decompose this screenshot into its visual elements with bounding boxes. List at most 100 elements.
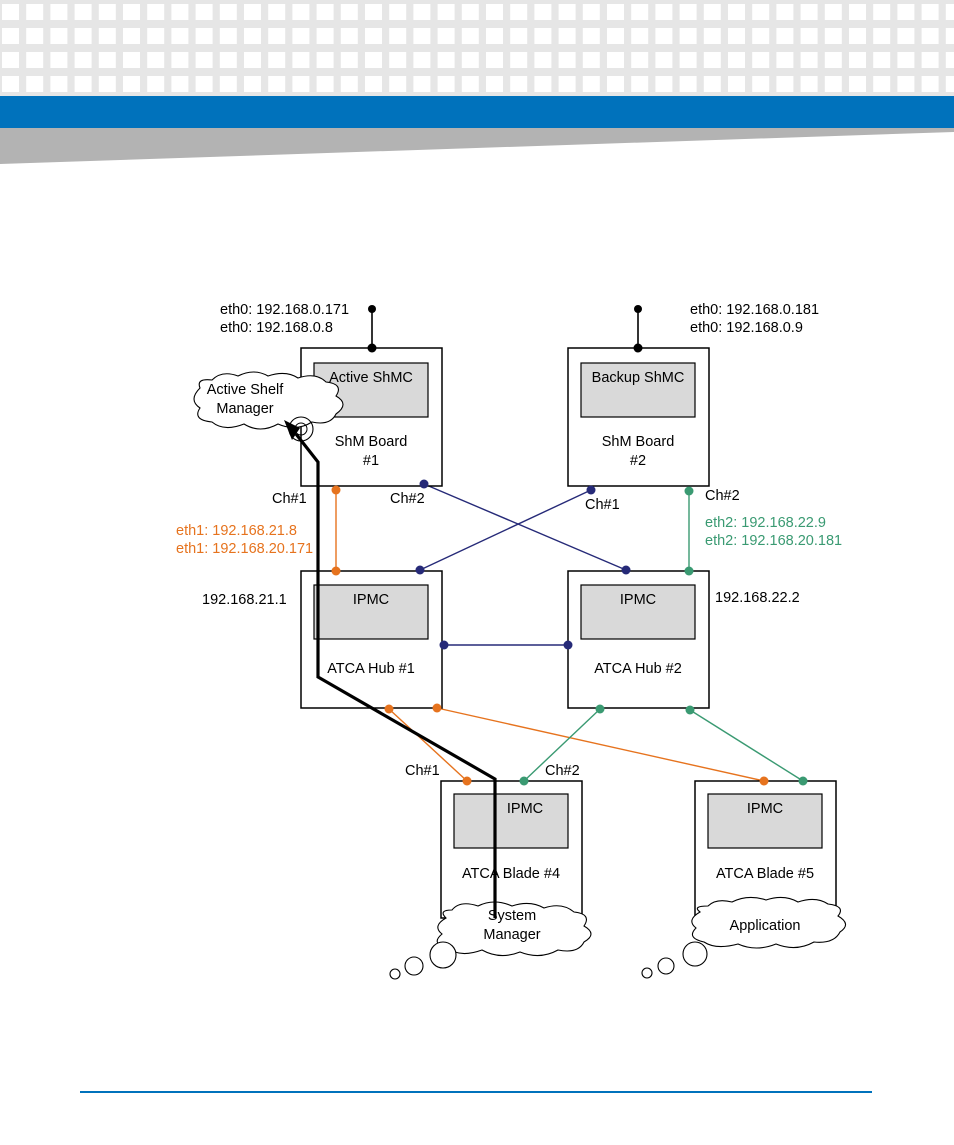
shm-board-1-label: ShM Board bbox=[335, 434, 408, 450]
dot-hub2-base2-bottom-b bbox=[685, 705, 695, 715]
header-pattern-square bbox=[631, 52, 649, 68]
dot-blade4-ch1 bbox=[462, 776, 472, 786]
eth0-dot-shm1-top bbox=[368, 305, 376, 313]
dot-hub2-base2-bottom-a bbox=[595, 704, 605, 714]
header-pattern-square bbox=[703, 76, 721, 92]
header-pattern-square bbox=[147, 4, 165, 20]
header-pattern-square bbox=[873, 4, 891, 20]
backup-shmc-label: Backup ShMC bbox=[592, 370, 685, 386]
header-wedge bbox=[0, 128, 954, 164]
header-pattern-square bbox=[26, 52, 44, 68]
header-pattern-square bbox=[340, 76, 358, 92]
shm2-ch2-label: Ch#2 bbox=[705, 488, 740, 504]
header-pattern-square bbox=[50, 52, 68, 68]
header-pattern-square bbox=[437, 52, 455, 68]
dot-hub1-fabric-top bbox=[415, 565, 425, 575]
header-pattern-square bbox=[171, 4, 189, 20]
header-pattern-square bbox=[655, 4, 673, 20]
header-pattern-square bbox=[945, 52, 954, 68]
shm1-ch1-label: Ch#1 bbox=[272, 491, 307, 507]
hub-1-ipmc-label: IPMC bbox=[353, 592, 389, 608]
header-pattern-square bbox=[752, 76, 770, 92]
dot-hub2-fabric-top bbox=[621, 565, 631, 575]
eth0-dot-shm2-top bbox=[634, 305, 642, 313]
system-manager-path bbox=[294, 433, 497, 918]
header-pattern-square bbox=[631, 76, 649, 92]
shm-board-2-number: #2 bbox=[630, 453, 646, 469]
header-pattern-square bbox=[534, 28, 552, 44]
active-shelf-manager-cloud: Active Shelf Manager bbox=[193, 371, 344, 430]
header-pattern-square bbox=[921, 4, 939, 20]
header-pattern-square bbox=[365, 28, 382, 44]
system-manager-cloud-line1: System bbox=[488, 908, 536, 924]
header-pattern-square bbox=[824, 52, 842, 68]
header-pattern-square bbox=[824, 4, 842, 20]
header-pattern-square bbox=[147, 76, 165, 92]
header-pattern-square bbox=[655, 76, 673, 92]
link-hub2-blade5-green bbox=[689, 709, 804, 782]
header-pattern-square bbox=[510, 76, 528, 92]
dot-shm2-ch2 bbox=[684, 486, 694, 496]
header-pattern-square bbox=[873, 28, 891, 44]
header-pattern-square bbox=[219, 52, 237, 68]
dot-hub2-base2-top bbox=[684, 566, 694, 576]
header-pattern-square bbox=[316, 4, 334, 20]
hub-2-ip-label: 192.168.22.2 bbox=[715, 590, 800, 606]
header-pattern-square bbox=[26, 76, 44, 92]
header-pattern-square bbox=[558, 4, 576, 20]
blade-4-ch2-label: Ch#2 bbox=[545, 763, 580, 779]
header-pattern-square bbox=[897, 76, 915, 92]
header-pattern-square bbox=[98, 52, 116, 68]
header-pattern-square bbox=[50, 4, 68, 20]
header-pattern-square bbox=[873, 52, 891, 68]
header-pattern-square bbox=[921, 52, 939, 68]
shm2-eth0-ip-a: eth0: 192.168.0.181 bbox=[690, 302, 819, 318]
connection-target-icon-inner bbox=[294, 422, 308, 436]
dot-hub1-base1-bottom-b bbox=[432, 703, 442, 713]
header-pattern-square bbox=[558, 76, 576, 92]
header-pattern-square bbox=[607, 52, 624, 68]
header-pattern-square bbox=[147, 28, 165, 44]
header-pattern-square bbox=[752, 4, 770, 20]
header-pattern-square bbox=[2, 28, 19, 44]
header-pattern-square bbox=[268, 76, 286, 92]
header-pattern-square bbox=[655, 52, 673, 68]
system-manager-cloud: System Manager bbox=[389, 901, 592, 980]
header-pattern-square bbox=[98, 28, 116, 44]
header-wedge-shape bbox=[0, 128, 954, 164]
header-pattern-square bbox=[340, 4, 358, 20]
header-pattern-square bbox=[945, 4, 954, 20]
header-pattern-square bbox=[582, 28, 600, 44]
header-pattern-square bbox=[679, 28, 697, 44]
header-pattern-square bbox=[849, 76, 866, 92]
header-pattern-square bbox=[195, 52, 213, 68]
header-pattern-square bbox=[365, 76, 382, 92]
application-cloud: Application bbox=[641, 896, 847, 979]
dot-blade4-ch2 bbox=[519, 776, 529, 786]
header-pattern-square bbox=[365, 4, 382, 20]
header-pattern-square bbox=[219, 28, 237, 44]
thought-bubble-large bbox=[429, 941, 457, 969]
header-pattern-square bbox=[582, 52, 600, 68]
blade-5-label: ATCA Blade #5 bbox=[716, 866, 814, 882]
header-pattern-square bbox=[50, 76, 68, 92]
dot-shm2-ch1 bbox=[586, 485, 596, 495]
header-pattern-square bbox=[582, 4, 600, 20]
header-pattern-square bbox=[171, 52, 189, 68]
header-pattern-square bbox=[244, 28, 261, 44]
header-pattern-square bbox=[2, 4, 19, 20]
header-pattern-square bbox=[461, 28, 479, 44]
header-pattern-square bbox=[437, 28, 455, 44]
active-shelf-cloud-line1: Active Shelf bbox=[207, 382, 285, 398]
header-pattern-square bbox=[413, 4, 431, 20]
header-bar bbox=[0, 96, 954, 128]
header-pattern-square bbox=[123, 52, 140, 68]
hub-1-ipmc-box bbox=[313, 584, 429, 640]
hub-2-ipmc-box bbox=[580, 584, 696, 640]
shm1-eth1-ip-b: eth1: 192.168.20.171 bbox=[176, 541, 313, 557]
header-pattern-square bbox=[244, 52, 261, 68]
header-pattern-square bbox=[2, 76, 19, 92]
dot-hub1-fabric-side bbox=[439, 640, 449, 650]
active-shelf-cloud-line2: Manager bbox=[216, 401, 273, 417]
thought-bubble-medium bbox=[404, 956, 424, 976]
